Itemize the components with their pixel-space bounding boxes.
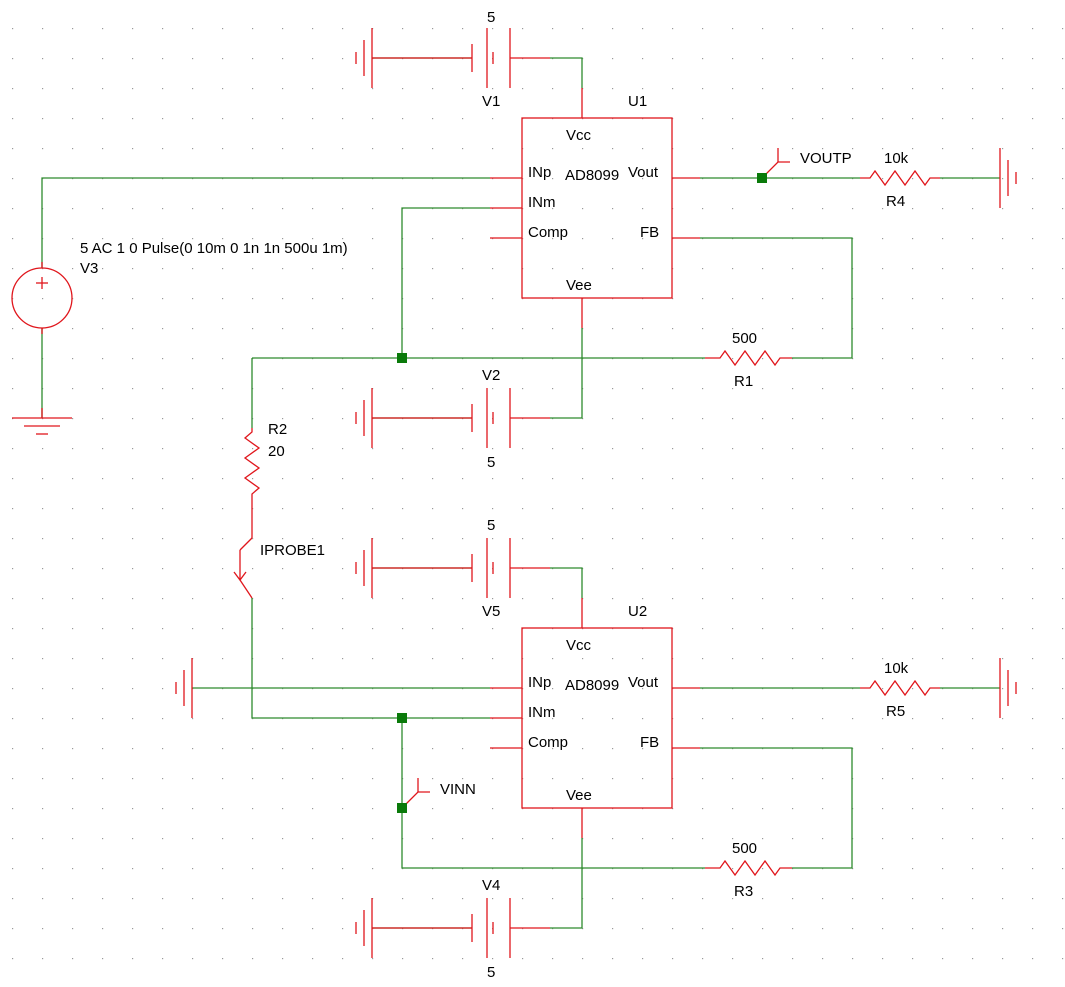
u1-pin-inp: INp: [528, 164, 551, 181]
iprobe1-ref: IPROBE1: [260, 542, 325, 559]
u2-pin-vee: Vee: [566, 787, 592, 804]
junction-dot: [397, 803, 407, 813]
resistor-r5[interactable]: 10k R5: [860, 660, 940, 720]
ground-r4: [999, 148, 1017, 208]
ground-v5: [355, 538, 402, 598]
r1-value: 500: [732, 330, 757, 347]
junctions: [397, 173, 767, 813]
u2-pin-comp: Comp: [528, 734, 568, 751]
u2-part: AD8099: [565, 677, 619, 694]
ground-v4: [355, 898, 402, 958]
r5-ref: R5: [886, 703, 905, 720]
r4-value: 10k: [884, 150, 909, 167]
v1-value: 5: [487, 9, 495, 26]
current-probe-iprobe1[interactable]: IPROBE1: [233, 508, 325, 599]
u1-ref: U1: [628, 93, 647, 110]
u1-pin-vee: Vee: [566, 277, 592, 294]
r2-ref: R2: [268, 421, 287, 438]
battery-v1[interactable]: 5 V1: [402, 9, 550, 110]
junction-dot: [397, 353, 407, 363]
voutp-label: VOUTP: [800, 150, 852, 167]
u1-pin-fb: FB: [640, 224, 659, 241]
battery-v4[interactable]: V4 5: [402, 877, 550, 981]
wires: [41, 57, 1000, 929]
ground-v3: [12, 408, 72, 435]
v4-value: 5: [487, 964, 495, 981]
v4-ref: V4: [482, 877, 500, 894]
u1-pin-vcc: Vcc: [566, 127, 592, 144]
u2-pin-inp: INp: [528, 674, 551, 691]
r3-ref: R3: [734, 883, 753, 900]
ground-v2: [355, 388, 402, 448]
u1-pin-inm: INm: [528, 194, 556, 211]
ground-u2-inp: [175, 658, 193, 718]
opamp-u1[interactable]: U1 Vcc INp AD8099 Vout INm Comp FB Vee: [490, 88, 700, 328]
ac-source-v3[interactable]: 5 AC 1 0 Pulse(0 10m 0 1n 1n 500u 1m) V3: [11, 240, 348, 334]
net-label-vinn[interactable]: VINN: [401, 778, 476, 809]
net-label-voutp[interactable]: VOUTP: [761, 148, 852, 179]
u1-part: AD8099: [565, 167, 619, 184]
junction-dot: [757, 173, 767, 183]
u2-ref: U2: [628, 603, 647, 620]
v2-ref: V2: [482, 367, 500, 384]
battery-v2[interactable]: V2 5: [402, 367, 550, 471]
r3-value: 500: [732, 840, 757, 857]
u2-pin-fb: FB: [640, 734, 659, 751]
opamp-u2[interactable]: U2 Vcc INp AD8099 Vout INm Comp FB Vee: [490, 598, 700, 838]
r4-ref: R4: [886, 193, 905, 210]
u1-pin-vout: Vout: [628, 164, 659, 181]
u2-pin-vout: Vout: [628, 674, 659, 691]
v1-ref: V1: [482, 93, 500, 110]
resistor-r4[interactable]: 10k R4: [860, 150, 940, 210]
u2-pin-vcc: Vcc: [566, 637, 592, 654]
u2-pin-inm: INm: [528, 704, 556, 721]
resistor-r3[interactable]: 500 R3: [705, 840, 792, 900]
u1-pin-comp: Comp: [528, 224, 568, 241]
v3-ref: V3: [80, 260, 98, 277]
r5-value: 10k: [884, 660, 909, 677]
v2-value: 5: [487, 454, 495, 471]
v5-ref: V5: [482, 603, 500, 620]
v3-value: 5 AC 1 0 Pulse(0 10m 0 1n 1n 500u 1m): [80, 240, 348, 257]
resistor-r1[interactable]: 500 R1: [705, 330, 792, 390]
ground-r5: [999, 658, 1017, 718]
v5-value: 5: [487, 517, 495, 534]
vinn-label: VINN: [440, 781, 476, 798]
junction-dot: [397, 713, 407, 723]
r2-value: 20: [268, 443, 285, 460]
battery-v5[interactable]: 5 V5: [402, 517, 550, 620]
r1-ref: R1: [734, 373, 753, 390]
ground-v1: [355, 28, 402, 88]
resistor-r2[interactable]: R2 20: [243, 421, 287, 508]
